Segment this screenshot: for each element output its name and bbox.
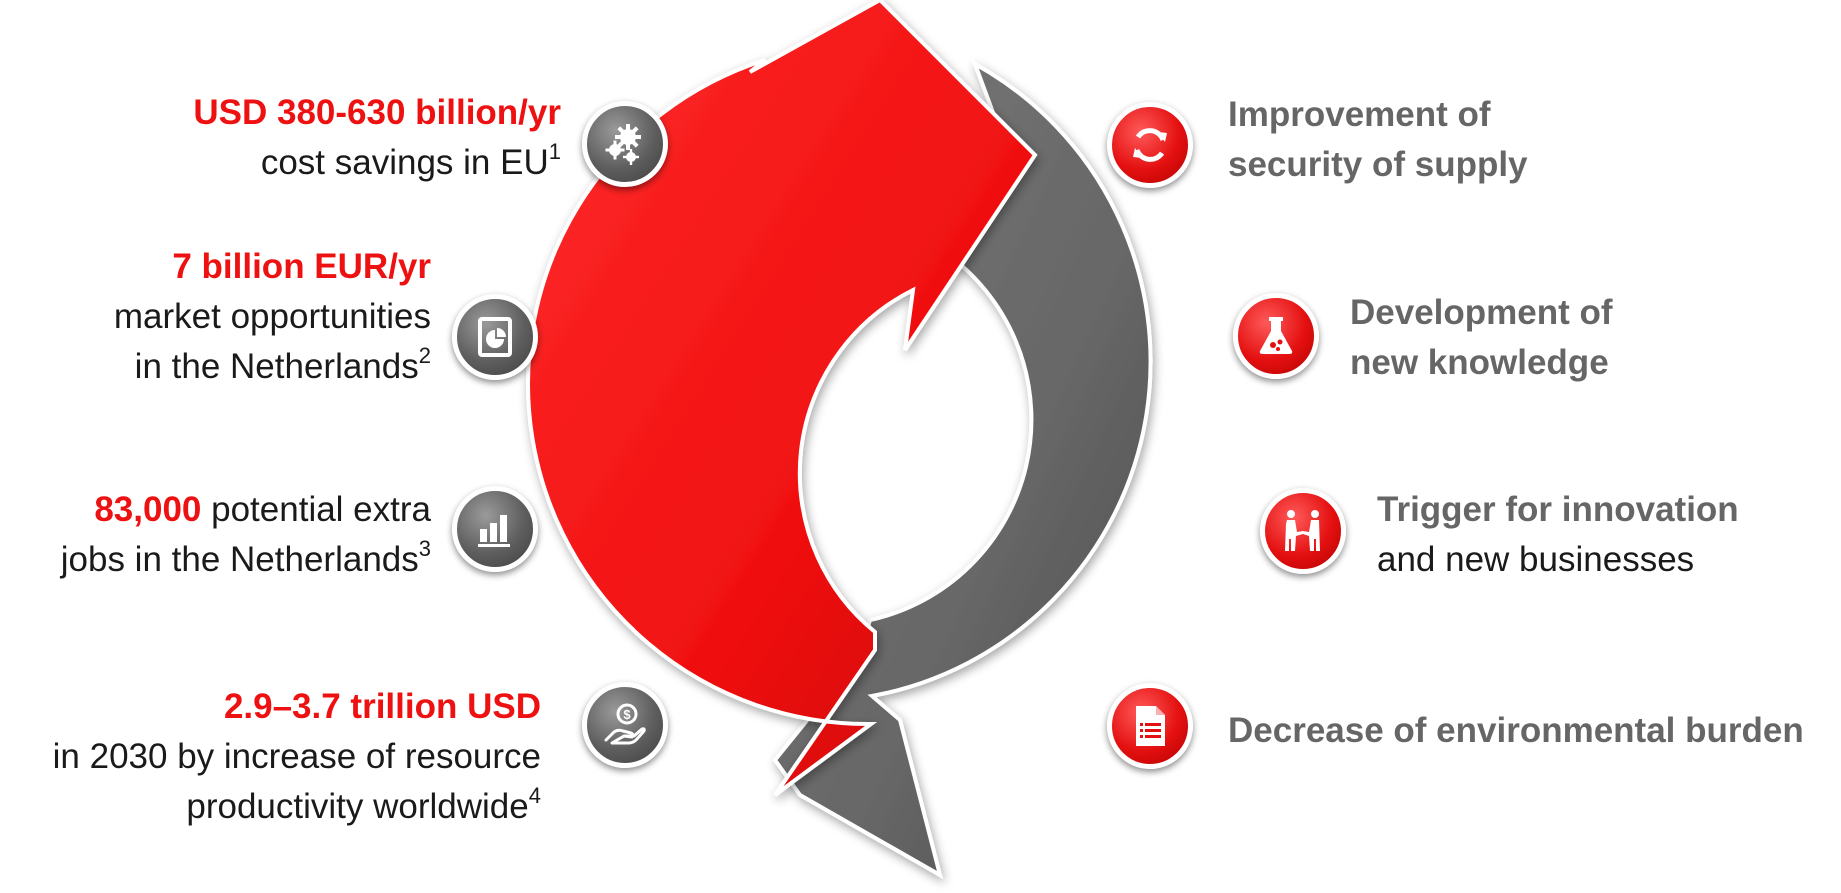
right-item-4-text: Decrease of environmental burden — [1228, 706, 1804, 756]
right-item-4-line1: Decrease of environmental burden — [1228, 711, 1804, 750]
left-item-1-text: USD 380-630 billion/yr cost savings in E… — [193, 88, 561, 188]
left-item-4-line2: in 2030 by increase of resource — [52, 737, 541, 776]
right-item-2-text: Development of new knowledge — [1350, 288, 1613, 388]
left-item-1-highlight: USD 380-630 billion/yr — [193, 93, 561, 132]
document-list-icon — [1107, 683, 1193, 769]
right-item-1-text: Improvement of security of supply — [1228, 90, 1528, 190]
right-item-3-line2: and new businesses — [1377, 540, 1695, 579]
left-item-4-text: 2.9–3.7 trillion USD in 2030 by increase… — [53, 682, 541, 832]
left-item-3-highlight: 83,000 — [94, 490, 202, 529]
footnote-3: 3 — [418, 536, 431, 562]
right-item-3-text: Trigger for innovation and new businesse… — [1377, 485, 1739, 585]
bar-chart-icon — [452, 486, 538, 572]
flask-icon — [1233, 293, 1319, 379]
left-item-3-line2: jobs in the Netherlands — [60, 540, 419, 579]
footnote-1: 1 — [548, 139, 561, 165]
handshake-icon — [1260, 488, 1346, 574]
left-item-4-line3: productivity worldwide — [186, 787, 529, 826]
left-item-2-highlight: 7 billion EUR/yr — [172, 247, 431, 286]
left-item-2-text: 7 billion EUR/yr market opportunities in… — [114, 242, 431, 392]
left-item-1-line2: cost savings in EU — [260, 143, 549, 182]
gears-icon — [582, 101, 668, 187]
pie-chart-document-icon — [452, 294, 538, 380]
svg-text:$: $ — [623, 707, 631, 722]
right-item-2-line2: new knowledge — [1350, 343, 1609, 382]
right-item-1-line1: Improvement of — [1228, 95, 1491, 134]
left-item-3-after: potential extra — [201, 490, 431, 529]
left-item-3-text: 83,000 potential extra jobs in the Nethe… — [61, 485, 431, 585]
grey-cycle-arrow — [772, 59, 1153, 880]
left-item-4-highlight: 2.9–3.7 trillion USD — [223, 687, 541, 726]
refresh-icon — [1107, 102, 1193, 188]
left-item-2-line3: in the Netherlands — [134, 347, 419, 386]
left-item-2-line2: market opportunities — [113, 297, 431, 336]
hand-coin-icon: $ — [582, 682, 668, 768]
footnote-4: 4 — [528, 783, 541, 809]
footnote-2: 2 — [418, 343, 431, 369]
right-item-3-line1: Trigger for innovation — [1377, 490, 1739, 529]
right-item-2-line1: Development of — [1350, 293, 1613, 332]
right-item-1-line2: security of supply — [1228, 145, 1528, 184]
